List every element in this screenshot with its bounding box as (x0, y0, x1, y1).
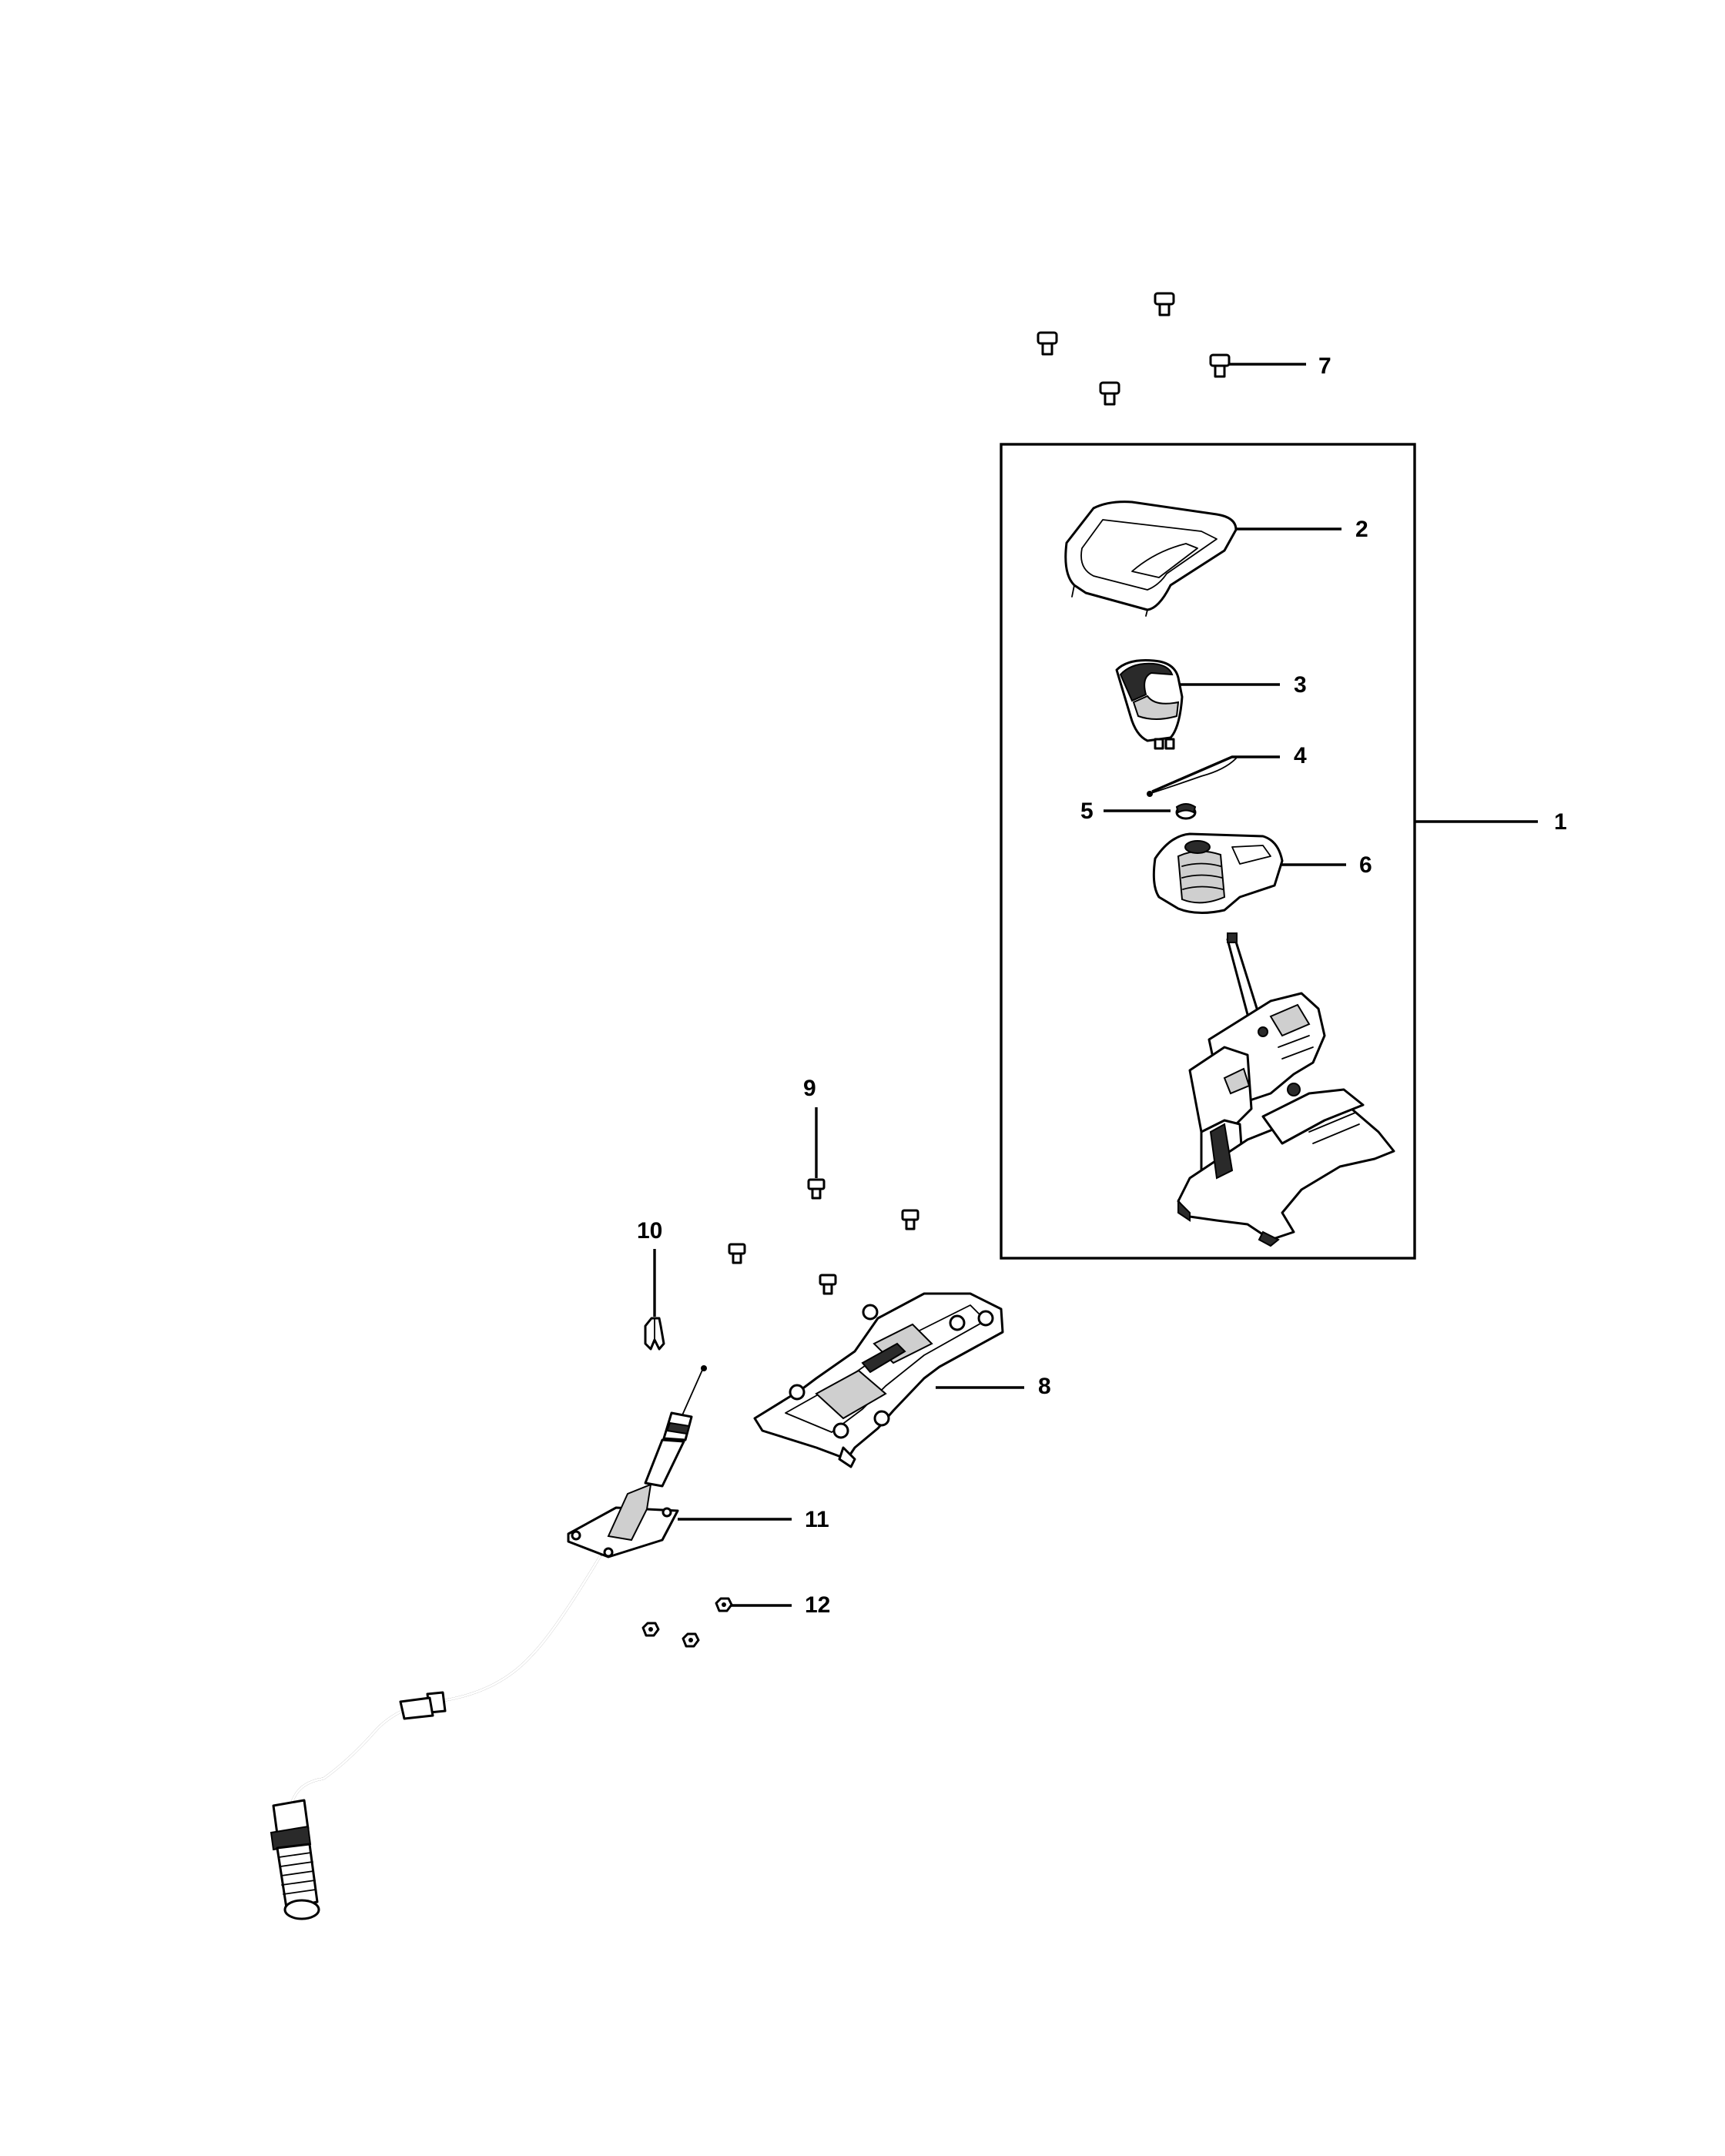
leader-4 (1151, 755, 1280, 793)
bolt (728, 1243, 746, 1264)
callout-6: 6 (1359, 852, 1372, 878)
shift-pin (1147, 758, 1237, 797)
shift-knob (1115, 659, 1184, 750)
bolt (901, 1209, 919, 1230)
bolts-bracket (728, 1209, 919, 1295)
callout-2: 2 (1355, 517, 1368, 542)
nut (715, 1597, 733, 1612)
shift-boot (1152, 832, 1284, 914)
screws-7 (1037, 292, 1231, 406)
callout-3: 3 (1294, 672, 1307, 698)
nut (641, 1622, 660, 1637)
bolt-9 (807, 1178, 826, 1200)
callout-4: 4 (1294, 743, 1307, 768)
nuts-12 (641, 1597, 733, 1648)
callout-11: 11 (805, 1507, 829, 1532)
screw (1209, 353, 1231, 378)
callout-8: 8 (1038, 1374, 1051, 1399)
callout-5: 5 (1080, 798, 1094, 824)
shifter-bezel (1064, 500, 1238, 617)
leader-lines (653, 363, 1538, 1607)
callout-7: 7 (1318, 353, 1331, 379)
callout-9: 9 (803, 1076, 816, 1101)
callout-10: 10 (637, 1218, 662, 1244)
screw (1154, 292, 1175, 316)
nut (682, 1632, 700, 1648)
shift-cap (1175, 803, 1197, 820)
callout-1: 1 (1554, 809, 1567, 835)
clip-10 (644, 1317, 665, 1351)
assembly-frame (1000, 443, 1416, 1260)
screw (1037, 331, 1058, 356)
screw (1099, 381, 1120, 406)
shifter-mechanism (1177, 932, 1395, 1247)
mounting-bracket (753, 1292, 1004, 1468)
shift-cable (270, 1365, 707, 1920)
callout-12: 12 (805, 1592, 830, 1618)
bolt (819, 1274, 837, 1295)
